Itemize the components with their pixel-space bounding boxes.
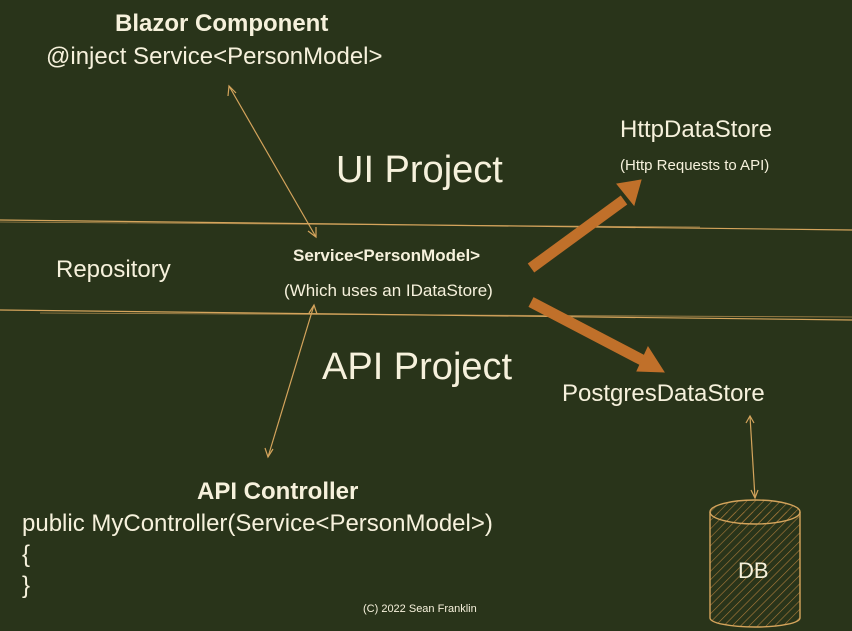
blazor-inject-code: @inject Service<PersonModel> <box>46 43 383 70</box>
service-subtitle: (Which uses an IDataStore) <box>284 281 493 300</box>
blazor-service-arrow <box>227 84 317 239</box>
http-store-arrow <box>527 179 642 273</box>
api-controller-title: API Controller <box>197 478 359 505</box>
api-controller-code-line: public MyController(Service<PersonModel>… <box>22 510 493 537</box>
http-data-store-title: HttpDataStore <box>620 116 773 143</box>
db-cylinder <box>709 499 801 628</box>
api-controller-code-line: { <box>22 541 31 568</box>
api-project-label: API Project <box>322 346 513 388</box>
db-label: DB <box>738 558 769 583</box>
blazor-component-title: Blazor Component <box>115 10 329 37</box>
api-controller-code-line: } <box>22 572 31 599</box>
ui-boundary-line <box>0 219 852 231</box>
postgres-db-arrow <box>745 414 759 500</box>
postgres-data-store-title: PostgresDataStore <box>562 380 765 407</box>
http-data-store-subtitle: (Http Requests to API) <box>620 157 770 174</box>
service-title: Service<PersonModel> <box>293 246 481 265</box>
ui-project-label: UI Project <box>336 149 503 191</box>
copyright-text: (C) 2022 Sean Franklin <box>363 603 477 615</box>
repository-label: Repository <box>56 256 171 283</box>
postgres-store-arrow <box>528 297 665 373</box>
service-controller-arrow <box>264 303 318 459</box>
api-boundary-line <box>0 309 852 321</box>
